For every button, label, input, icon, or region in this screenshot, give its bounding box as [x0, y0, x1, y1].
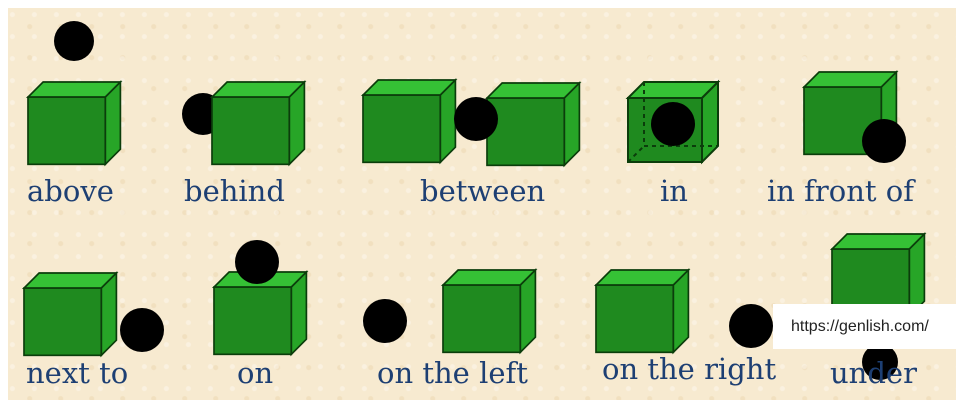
label-on-the-left: on the left [377, 359, 528, 388]
ball [651, 102, 695, 146]
behind-figure [182, 82, 304, 164]
on-the-left-figure [363, 270, 535, 352]
label-in-front-of: in front of [767, 177, 914, 206]
label-under: under [830, 359, 917, 388]
ball [454, 97, 498, 141]
ball [729, 304, 773, 348]
above-figure [28, 21, 120, 164]
cube [443, 270, 535, 352]
in-figure [628, 82, 718, 162]
cube [596, 270, 688, 352]
cube-right [487, 83, 579, 165]
cube [214, 272, 306, 354]
label-above: above [27, 177, 114, 206]
ball [363, 299, 407, 343]
cube [24, 273, 116, 355]
cube-left [363, 80, 455, 162]
source-url-overlay[interactable]: https://genlish.com/ [773, 304, 974, 349]
cube [28, 82, 120, 164]
on-figure [214, 240, 306, 354]
ball [120, 308, 164, 352]
between-figure [363, 80, 579, 165]
next-to-figure [24, 273, 164, 355]
ball [54, 21, 94, 61]
label-between: between [420, 177, 545, 206]
source-url-text[interactable]: https://genlish.com/ [791, 318, 929, 336]
on-the-right-figure [596, 270, 773, 352]
label-next-to: next to [26, 359, 128, 388]
label-behind: behind [184, 177, 285, 206]
label-on-the-right: on the right [602, 355, 776, 384]
in-front-of-figure [804, 72, 906, 163]
label-on: on [237, 359, 273, 388]
cube [212, 82, 304, 164]
ball [862, 119, 906, 163]
ball [235, 240, 279, 284]
label-in: in [660, 177, 688, 206]
